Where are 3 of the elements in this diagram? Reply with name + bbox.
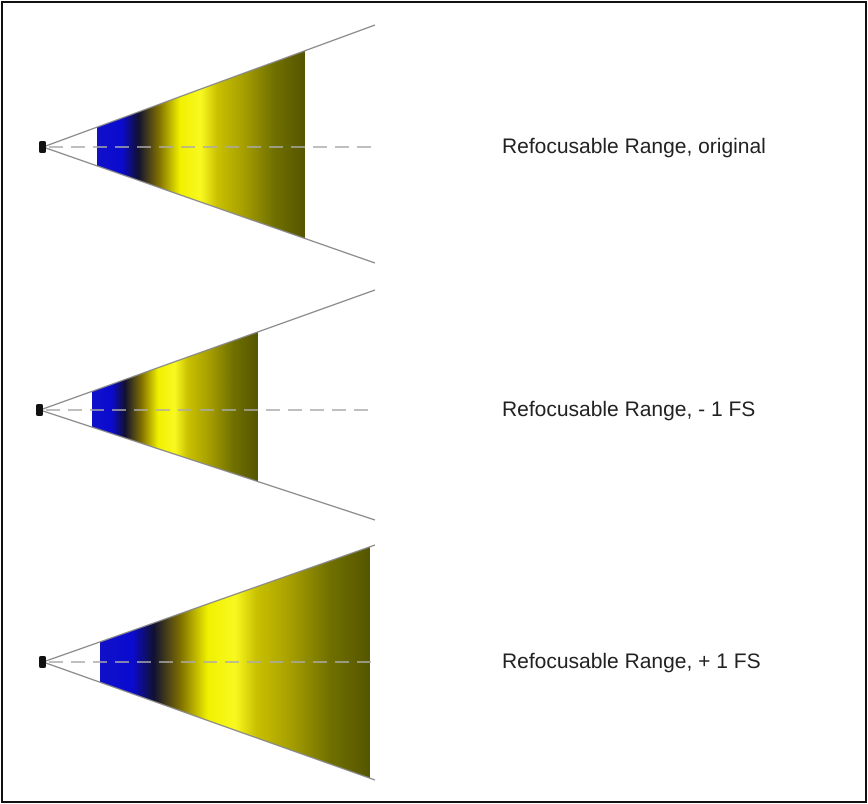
range-label: Refocusable Range, original <box>502 135 766 159</box>
range-label: Refocusable Range, + 1 FS <box>502 650 761 674</box>
range-label: Refocusable Range, - 1 FS <box>502 398 756 422</box>
